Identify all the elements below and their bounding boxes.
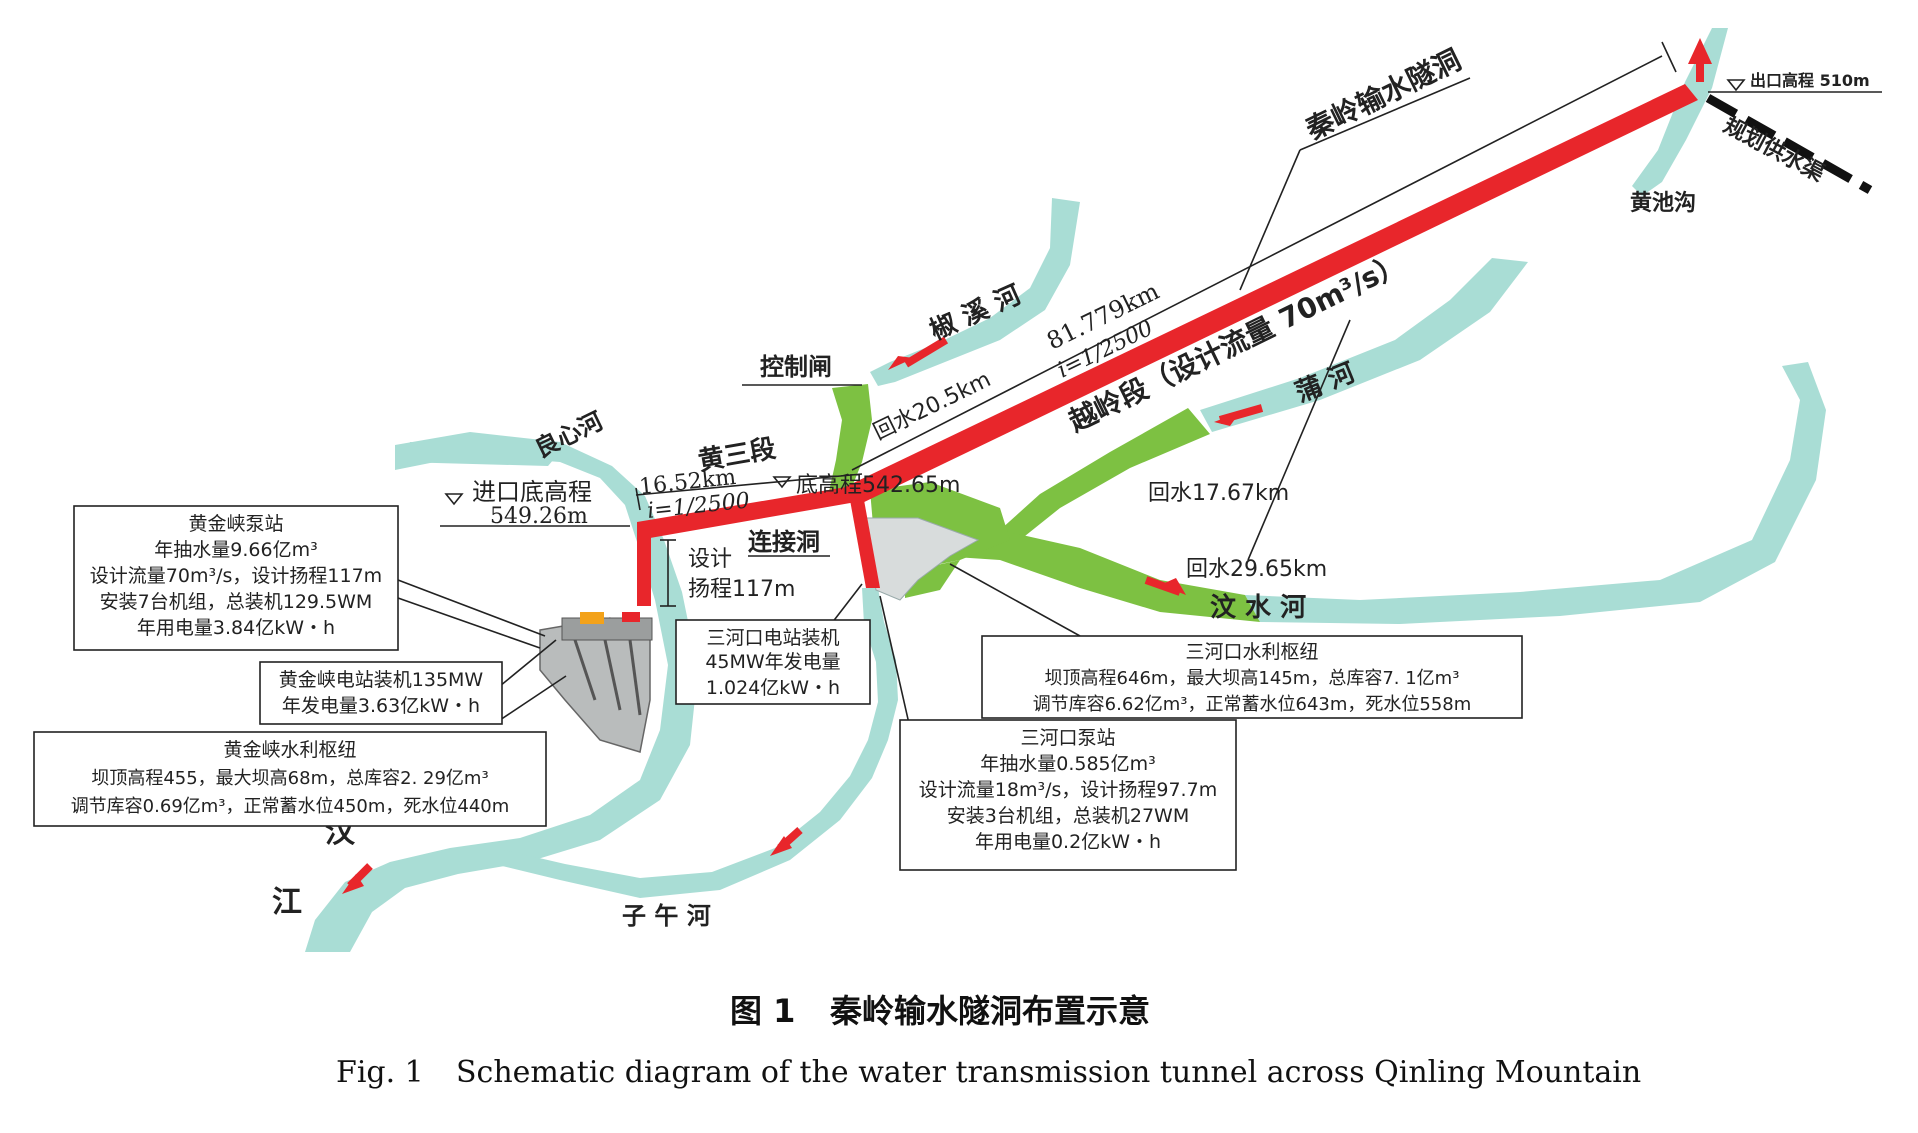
box-hjx-pump-line-3: 安装7台机组，总装机129.5WM <box>100 591 373 613</box>
box-sanhekou-hub: 三河口水利枢纽 坝顶高程646m，最大坝高145m，总库容7. 1亿m³ 调节库… <box>981 635 1523 719</box>
tunnel-ridge-section <box>845 84 1698 505</box>
flow-arrows <box>342 336 1264 894</box>
label-inlet-elev: 进口底高程 <box>472 478 592 506</box>
label-inlet-elev-value: 549.26m <box>490 504 588 529</box>
tunnel-connection <box>850 500 880 588</box>
backwater-jiaoxi <box>828 384 872 496</box>
water-tunnel <box>637 38 1712 606</box>
box-shk-pump-line-0: 三河口泵站 <box>1020 727 1115 749</box>
planned-canal-line <box>1705 94 1873 194</box>
backwater-pu <box>1000 408 1210 540</box>
arrow-han <box>342 874 364 894</box>
caption-title-en: Schematic diagram of the water transmiss… <box>456 1055 1641 1090</box>
label-ziwu-river: 子 午 河 <box>622 902 711 930</box>
box-shk-power-line-1: 45MW年发电量 <box>705 651 840 673</box>
arrow-ziwu <box>770 836 792 856</box>
box-shk-hub-line-2: 调节库容6.62亿m³，正常蓄水位643m，死水位558m <box>1033 694 1472 715</box>
label-tunnel-name: 秦岭输水隧洞 <box>1300 43 1466 147</box>
box-hjx-pump-line-4: 年用电量3.84亿kW・h <box>137 617 335 639</box>
label-jiang: 江 <box>272 885 302 920</box>
box-shk-power-line-2: 1.024亿kW・h <box>706 677 840 699</box>
label-wenshui-river: 汶 水 河 <box>1210 592 1306 623</box>
box-shk-pump-line-4: 年用电量0.2亿kW・h <box>975 831 1161 853</box>
label-connect-tunnel: 连接洞 <box>748 528 820 556</box>
box-hjx-hub-line-2: 调节库容0.69亿m³，正常蓄水位450m，死水位440m <box>71 796 510 817</box>
caption-title-cn: 秦岭输水隧洞布置示意 <box>829 992 1150 1030</box>
tunnel-huangsan-section <box>637 486 856 538</box>
info-boxes: 黄金峡泵站 年抽水量9.66亿m³ 设计流量70m³/s，设计扬程117m 安装… <box>33 505 1523 871</box>
box-shk-pump-line-3: 安装3台机组，总装机27WM <box>947 805 1189 827</box>
label-design-lift-2: 扬程117m <box>688 577 795 602</box>
box-hjx-power-line-0: 黄金峡电站装机135MW <box>279 669 484 691</box>
box-shk-hub-line-1: 坝顶高程646m，最大坝高145m，总库容7. 1亿m³ <box>1045 668 1460 689</box>
box-hjx-pump-line-0: 黄金峡泵站 <box>188 513 283 535</box>
box-shk-pump-line-1: 年抽水量0.585亿m³ <box>980 753 1156 775</box>
wenshui-river <box>1245 362 1826 624</box>
label-huangchigou: 黄池沟 <box>1630 190 1696 216</box>
bottom-elev-marker <box>772 476 792 489</box>
sanhekou-dam <box>861 517 980 601</box>
liangxin-river <box>400 442 560 466</box>
han-river <box>305 432 698 952</box>
caption-number-en: Fig. 1 <box>336 1055 424 1090</box>
label-control-gate: 控制闸 <box>760 353 832 381</box>
box-hjx-pump-line-1: 年抽水量9.66亿m³ <box>154 539 317 561</box>
label-backwater-17: 回水17.67km <box>1148 481 1289 506</box>
box-sanhekou-power: 三河口电站装机 45MW年发电量 1.024亿kW・h <box>675 619 871 705</box>
box-sanhekou-pump: 三河口泵站 年抽水量0.585亿m³ 设计流量18m³/s，设计扬程97.7m … <box>899 719 1237 871</box>
inlet-elev-marker <box>444 493 464 506</box>
label-bottom-elev: 底高程542.65m <box>796 473 960 498</box>
box-huangjinxia-hub: 黄金峡水利枢纽 坝顶高程455，最大坝高68m，总库容2. 29亿m³ 调节库容… <box>33 731 547 827</box>
box-hjx-power-line-1: 年发电量3.63亿kW・h <box>282 695 480 717</box>
box-hjx-pump-line-2: 设计流量70m³/s，设计扬程117m <box>90 565 382 587</box>
leader-lines <box>397 41 1882 729</box>
box-huangjinxia-power: 黄金峡电站装机135MW 年发电量3.63亿kW・h <box>259 661 503 725</box>
pu-river <box>1200 258 1528 432</box>
ziwu-river <box>498 588 898 898</box>
label-planned-canal: 规划供水渠 <box>1719 112 1828 187</box>
box-shk-pump-line-2: 设计流量18m³/s，设计扬程97.7m <box>919 779 1217 801</box>
label-pu-river: 蒲 河 <box>1291 358 1359 409</box>
box-shk-power-line-0: 三河口电站装机 <box>706 627 839 649</box>
tunnel-lift-shaft <box>637 522 651 606</box>
box-shk-hub-line-0: 三河口水利枢纽 <box>1185 641 1318 663</box>
label-design-lift-1: 设计 <box>688 547 732 572</box>
outlet-elev-marker <box>1726 79 1746 92</box>
huangjinxia-station-drawing <box>539 612 653 753</box>
elevation-markers <box>444 79 1746 506</box>
label-backwater-29: 回水29.65km <box>1186 557 1327 582</box>
box-hjx-hub-line-1: 坝顶高程455，最大坝高68m，总库容2. 29亿m³ <box>91 768 488 789</box>
box-huangjinxia-pump: 黄金峡泵站 年抽水量9.66亿m³ 设计流量70m³/s，设计扬程117m 安装… <box>73 505 399 651</box>
outlet-arrow <box>1688 38 1712 82</box>
label-outlet-elev: 出口高程 510m <box>1750 71 1870 90</box>
caption-number-cn: 图 1 <box>730 992 795 1030</box>
box-hjx-hub-line-0: 黄金峡水利枢纽 <box>223 739 356 761</box>
figure-caption: 图 1 秦岭输水隧洞布置示意 Fig. 1 Schematic diagram … <box>336 992 1641 1090</box>
